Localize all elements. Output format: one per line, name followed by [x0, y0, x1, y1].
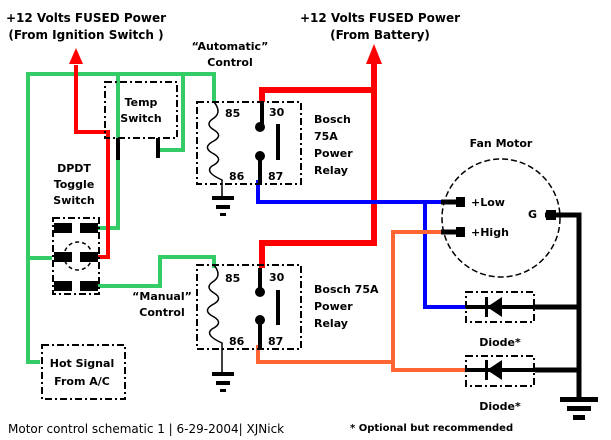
relay-top-label-3: Power: [314, 147, 353, 160]
schematic-title: Motor control schematic 1 | 6-29-2004| X…: [8, 422, 284, 436]
battery-arrow-icon: [366, 44, 382, 64]
motor-ground-symbol-icon: [560, 397, 598, 420]
wire-green-temp-out: [160, 74, 185, 152]
relay-bottom-label-2: Power: [314, 300, 353, 313]
dpdt-toggle-switch: DPDT Toggle Switch: [52, 162, 100, 295]
diode-low-label: Diode*: [479, 336, 521, 349]
motor-high-terminal: +High: [471, 226, 509, 239]
battery-power-label-1: +12 Volts FUSED Power: [300, 11, 460, 25]
relay-bottom-label-1: Bosch 75A: [314, 283, 379, 296]
motor-ground-terminal: G: [528, 208, 537, 221]
ignition-arrow-icon: [69, 48, 83, 64]
automatic-control-label-2: Control: [207, 56, 252, 69]
battery-power-wire: [259, 44, 382, 268]
dpdt-label-3: Switch: [53, 194, 94, 207]
battery-power-label-2: (From Battery): [330, 28, 430, 42]
temp-switch-label-2: Switch: [120, 112, 161, 125]
pin-86: 86: [229, 170, 245, 183]
automatic-control-label-1: “Automatic”: [192, 40, 269, 53]
pin-87: 87: [268, 170, 283, 183]
relay-bottom-label-3: Relay: [314, 317, 348, 330]
relay-top-ground-icon: [212, 196, 234, 216]
low-speed-wire: [256, 180, 441, 204]
temp-switch-label-1: Temp: [125, 96, 158, 109]
relay-top-label-2: 75A: [314, 130, 338, 143]
footnote: * Optional but recommended: [350, 423, 513, 434]
pin-86: 86: [229, 335, 245, 348]
relay-automatic: “Automatic” Control 85 30 86 87 Bosch 75…: [192, 40, 353, 216]
pin-85: 85: [225, 107, 240, 120]
wire-green-top-loop: [26, 72, 216, 268]
relay-coil-icon: [206, 264, 223, 372]
relay-bottom-ground-icon: [212, 372, 234, 392]
high-speed-wire: [256, 230, 441, 364]
hot-signal-label-2: From A/C: [54, 375, 110, 388]
motor-ground-bus: [535, 212, 582, 397]
pin-30: 30: [269, 106, 285, 119]
dpdt-label-2: Toggle: [54, 178, 95, 191]
relay-top-label-1: Bosch: [314, 113, 351, 126]
relay-manual: “Manual” Control 85 30 86 87 Bosch 75A P…: [132, 264, 379, 392]
ignition-power-label-2: (From Ignition Switch ): [8, 28, 163, 42]
wire-green-switch-to-temp: [98, 74, 120, 230]
pin-85: 85: [225, 272, 240, 285]
hot-signal-ac: Hot Signal From A/C: [41, 344, 126, 400]
diode-symbol-icon: [487, 297, 502, 317]
ignition-power-label-1: +12 Volts FUSED Power: [6, 11, 166, 25]
relay-top-label-4: Relay: [314, 164, 348, 177]
diode-symbol-icon: [487, 360, 502, 380]
wire-green-manual: [98, 255, 216, 288]
diode-low: Diode*: [465, 291, 535, 349]
motor-low-terminal: +Low: [471, 196, 505, 209]
hot-signal-label-1: Hot Signal: [50, 357, 114, 370]
manual-control-label-2: Control: [139, 306, 184, 319]
pin-87: 87: [268, 335, 283, 348]
temp-switch: Temp Switch: [104, 81, 178, 160]
control-signal-wires: [26, 72, 216, 364]
ignition-power-wire: [69, 48, 110, 259]
relay-coil-icon: [206, 101, 223, 196]
wire-green-ac: [26, 256, 52, 364]
low-speed-diode-wire: [423, 202, 466, 309]
fan-motor-title: Fan Motor: [470, 137, 533, 150]
manual-control-label-1: “Manual”: [132, 290, 192, 303]
dpdt-label-1: DPDT: [57, 162, 91, 175]
fan-motor: Fan Motor +Low +High G: [441, 137, 561, 278]
diode-high-label: Diode*: [479, 400, 521, 413]
high-speed-diode-wire: [391, 362, 466, 372]
diode-high: Diode*: [465, 355, 535, 413]
pin-30: 30: [269, 271, 285, 284]
